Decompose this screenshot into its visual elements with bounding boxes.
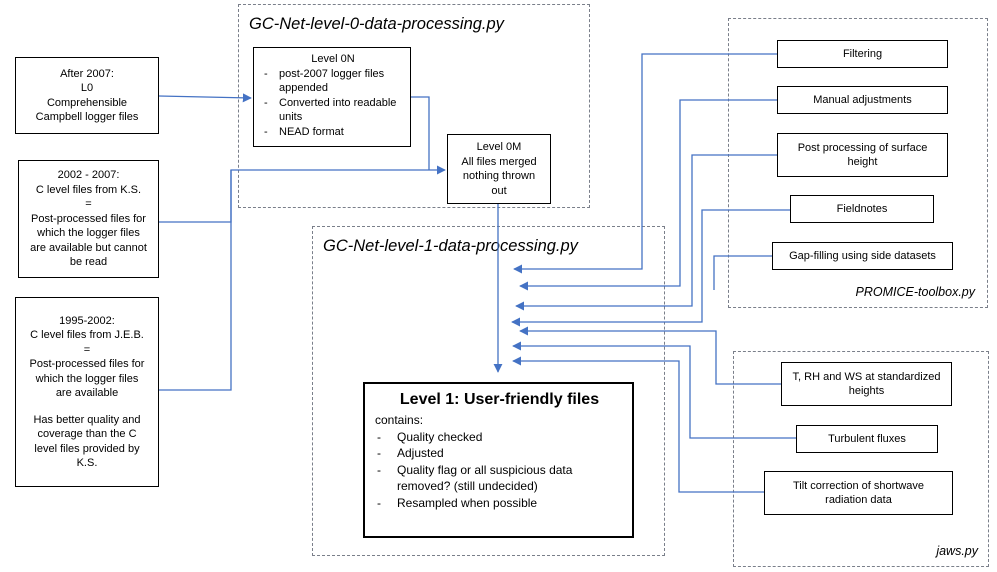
group-level0: GC-Net-level-0-data-processing.py	[238, 4, 590, 208]
level0n-item: Converted into readable units	[262, 96, 404, 125]
source-line: Comprehensible	[46, 96, 128, 109]
level1-item: Quality flag or all suspicious data remo…	[375, 462, 624, 495]
level1-item: Quality checked	[375, 429, 624, 446]
step-standardized-heights: T, RH and WS at standardized heights	[781, 362, 952, 406]
source-line: are available	[55, 387, 119, 399]
level0m-line: Level 0M	[476, 141, 522, 153]
source-1995-2002: 1995-2002: C level files from J.E.B. = P…	[15, 297, 159, 487]
group-promice: PROMICE-toolbox.py	[728, 18, 988, 308]
group-level0-title: GC-Net-level-0-data-processing.py	[249, 15, 504, 33]
source-line: L0	[80, 82, 94, 94]
step-fieldnotes: Fieldnotes	[790, 195, 934, 223]
level0m-line: All files merged	[461, 155, 537, 168]
step-tilt-correction: Tilt correction of shortwave radiation d…	[764, 471, 953, 515]
source-after-2007: After 2007: L0 Comprehensible Campbell l…	[15, 57, 159, 134]
level0m-line: out	[491, 184, 507, 197]
group-jaws: jaws.py	[733, 351, 989, 567]
source-line: coverage than the C	[37, 428, 137, 440]
edge-turbulent	[512, 341, 796, 439]
source-line: 1995-2002:	[59, 314, 115, 327]
source-line: C level files from J.E.B.	[30, 329, 144, 341]
step-manual-adjustments: Manual adjustments	[777, 86, 948, 114]
edge-standardized	[519, 326, 781, 385]
source-line: which the logger files	[37, 227, 140, 240]
level0m-line: nothing thrown	[462, 170, 536, 182]
source-line: are available but cannot	[30, 241, 147, 254]
level0n-box: Level 0N post-2007 logger files appended…	[253, 47, 411, 147]
group-level1-title: GC-Net-level-1-data-processing.py	[323, 237, 578, 255]
edge-gapfilling	[713, 255, 772, 290]
edge-after2007-to-level0n	[158, 93, 252, 103]
level1-item: Resampled when possible	[375, 495, 624, 512]
edge-fieldnotes	[511, 209, 790, 327]
source-line: be read	[69, 256, 108, 269]
step-filtering: Filtering	[777, 40, 948, 68]
level1-title: Level 1: User-friendly files	[399, 391, 600, 408]
edge-2002-to-level0m	[159, 165, 446, 223]
level0n-item: post-2007 logger files appended	[262, 67, 404, 96]
source-line: Post-processed files for	[29, 358, 145, 370]
source-line: level files provided by	[34, 442, 140, 455]
step-turbulent-fluxes: Turbulent fluxes	[796, 425, 938, 453]
step-surface-height: Post processing of surface height	[777, 133, 948, 177]
edge-filtering	[513, 53, 777, 274]
group-jaws-title: jaws.py	[936, 544, 978, 558]
edge-1995-to-level0m	[159, 170, 232, 391]
source-line: K.S.	[76, 457, 98, 469]
edge-level0n-to-level0m	[411, 96, 430, 170]
source-2002-2007: 2002 - 2007: C level files from K.S. = P…	[18, 160, 159, 278]
source-line: Post-processed files for	[31, 212, 146, 225]
group-level1: GC-Net-level-1-data-processing.py	[312, 226, 665, 556]
level0n-title: Level 0N	[311, 53, 355, 65]
source-line: which the logger files	[35, 372, 139, 385]
source-line: 2002 - 2007:	[57, 169, 120, 182]
edge-tilt	[512, 356, 764, 493]
edge-surface-height	[515, 154, 777, 311]
level1-box: Level 1: User-friendly files contains: Q…	[363, 382, 634, 538]
source-line: =	[85, 198, 92, 211]
source-line: After 2007:	[60, 67, 114, 80]
source-line: Has better quality and	[33, 413, 141, 426]
level1-contains-label: contains:	[375, 413, 424, 427]
group-promice-title: PROMICE-toolbox.py	[855, 285, 975, 299]
source-line: =	[83, 343, 91, 356]
level1-item: Adjusted	[375, 445, 624, 462]
level0m-box: Level 0M All files merged nothing thrown…	[447, 134, 551, 204]
source-line: Campbell logger files	[35, 111, 139, 123]
step-gap-filling: Gap-filling using side datasets	[772, 242, 953, 270]
level0n-item: NEAD format	[262, 125, 404, 140]
edge-manual	[519, 99, 777, 291]
source-line: C level files from K.S.	[35, 183, 142, 196]
